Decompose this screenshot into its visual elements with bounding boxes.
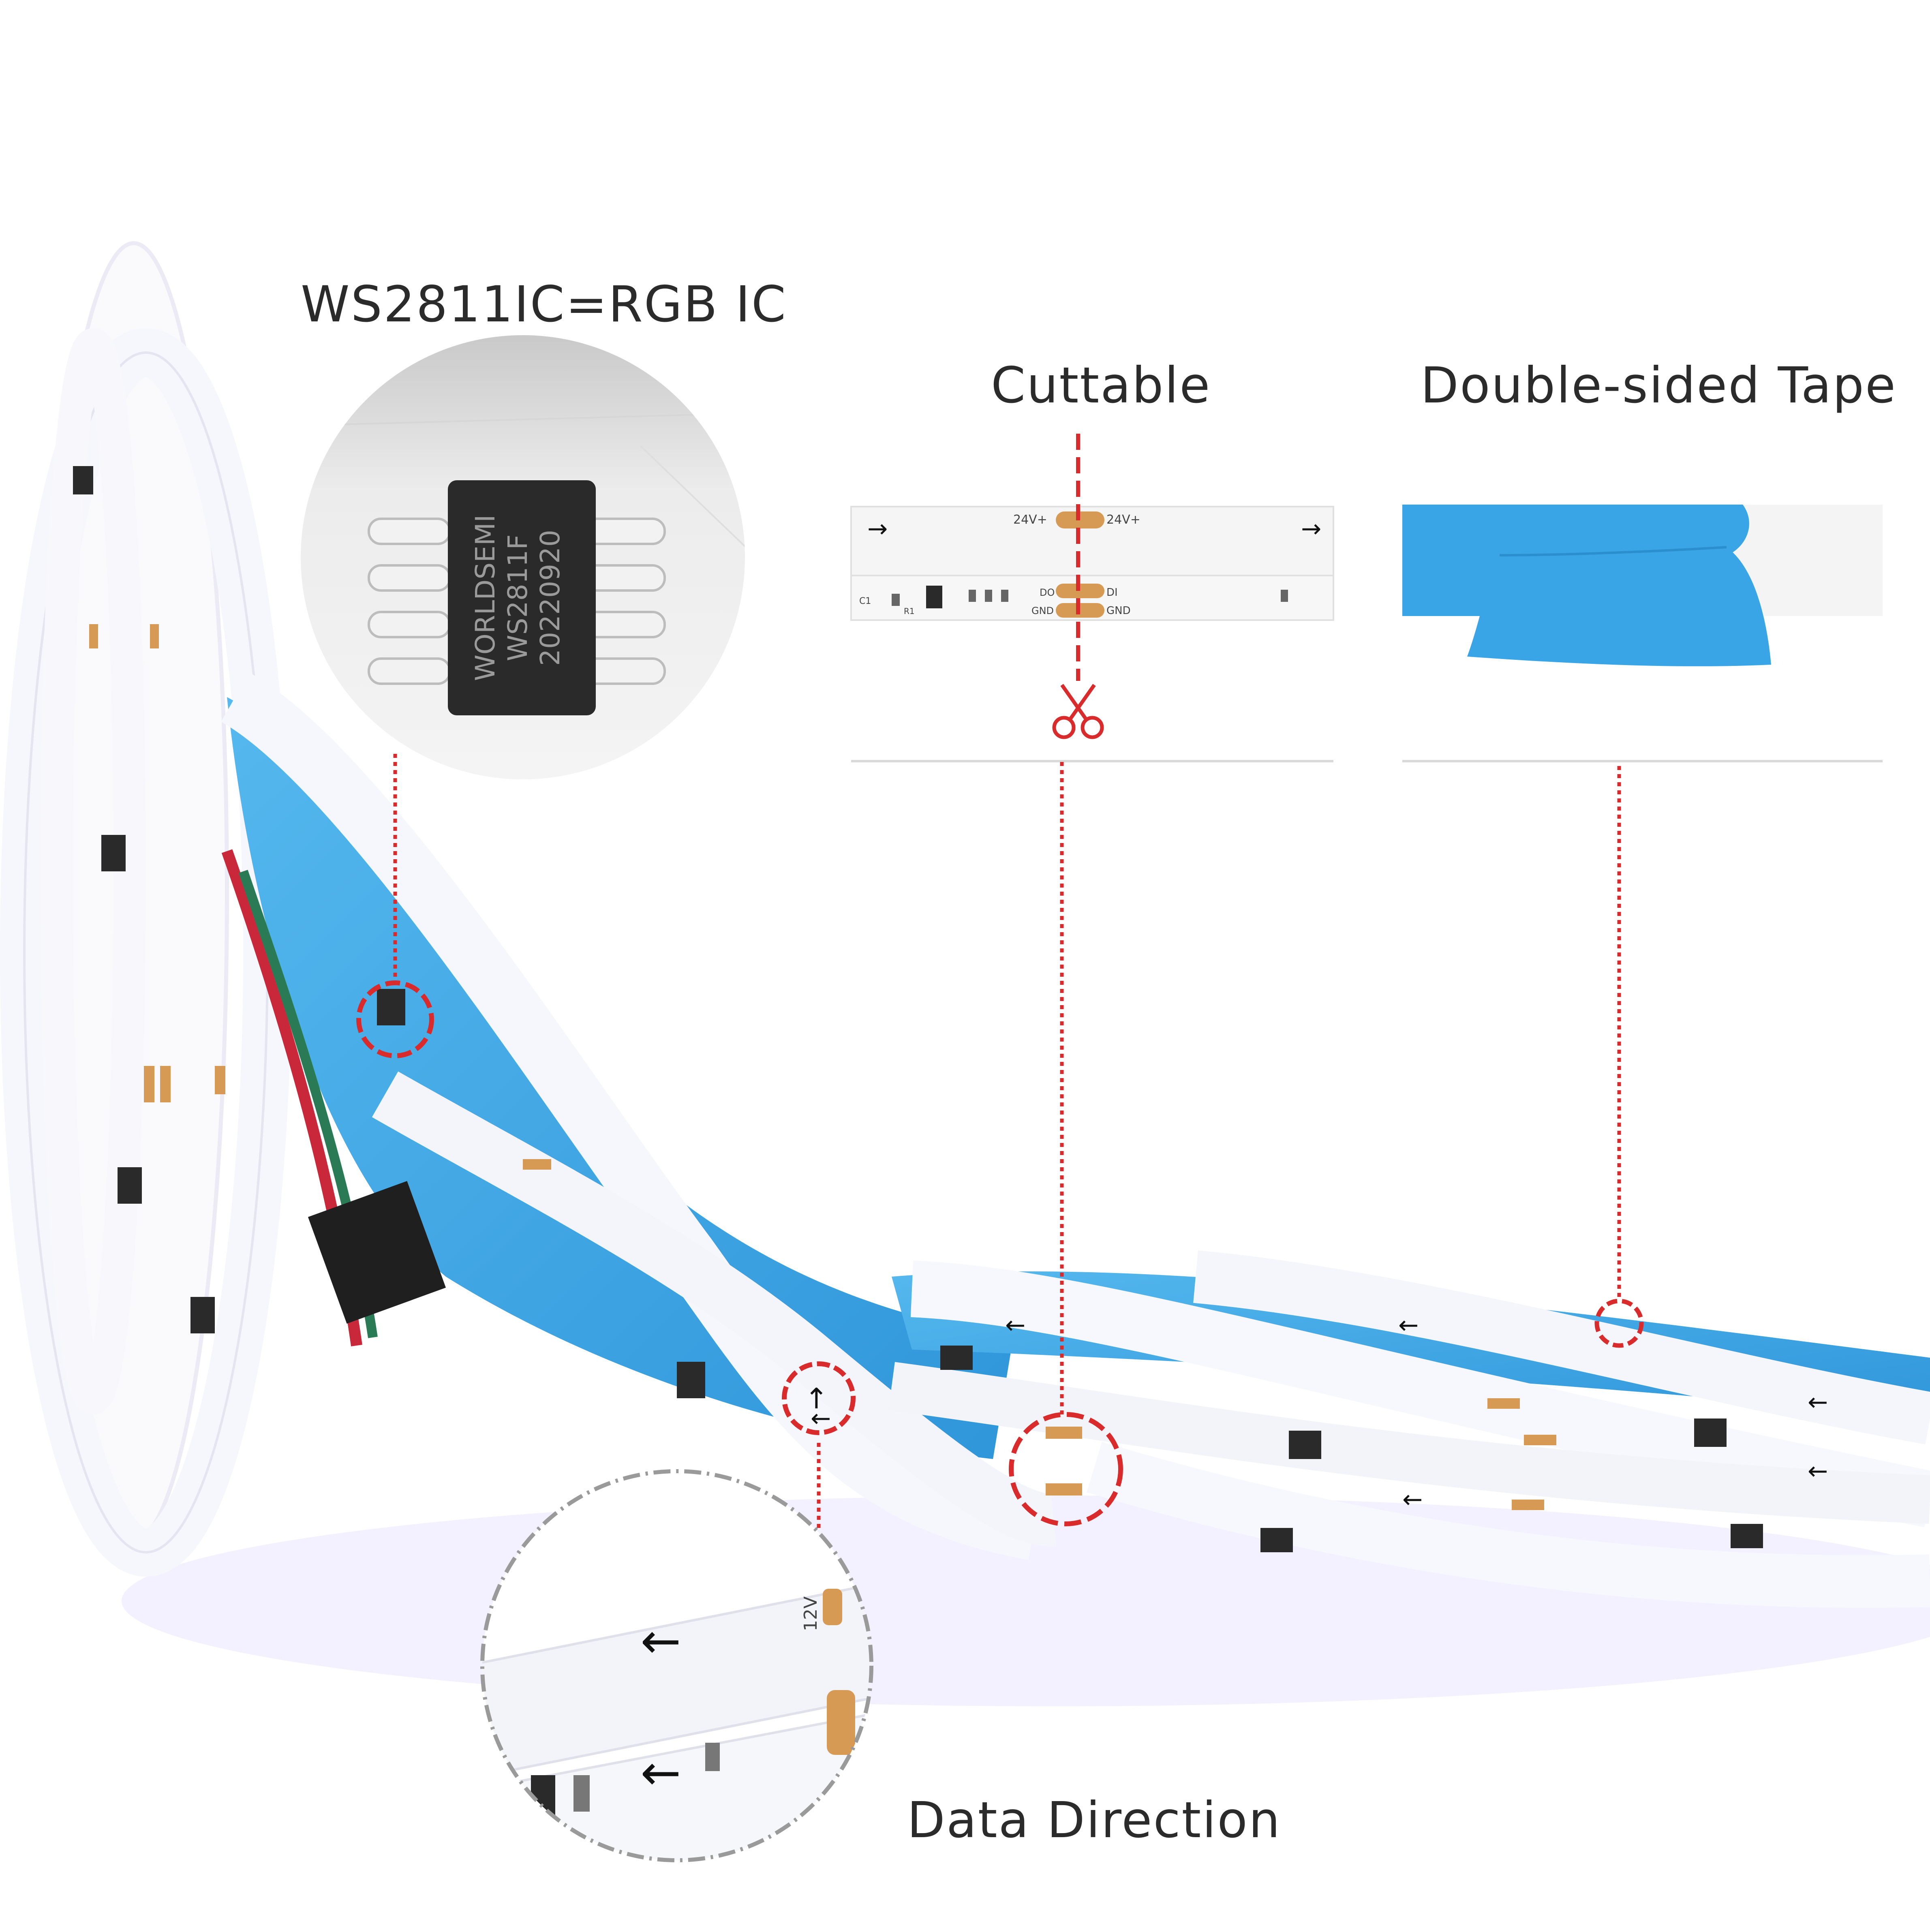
- voltage-label-left: 24V+: [1013, 513, 1047, 527]
- reel-chip: [190, 1297, 215, 1333]
- strip-loop: [888, 1362, 1930, 1524]
- callout-arrow-icon: ↑: [805, 1382, 828, 1415]
- cap-label: C1: [859, 596, 871, 606]
- strip-pad: [1046, 1427, 1082, 1439]
- reel-pad: [144, 1066, 154, 1102]
- strip-chip: [1289, 1431, 1321, 1459]
- smd-part: [985, 590, 992, 602]
- arrow-glyph: ←: [1808, 1457, 1828, 1485]
- chip-pins: [368, 518, 666, 685]
- strip-ic: [926, 586, 942, 608]
- connector-wires: [221, 849, 446, 1346]
- strip-chip: [677, 1362, 705, 1398]
- strip-loop: [372, 1071, 1057, 1547]
- zoom-arrow-icon: ←: [640, 1745, 681, 1801]
- connector-plug: [308, 1181, 446, 1324]
- strip-chip: [940, 1346, 973, 1370]
- strip-loop: [910, 1260, 1930, 1528]
- strip-loop: [1087, 1442, 1930, 1608]
- cuttable-panel: → → 24V+ 24V+ DI GND DO GND C1 R1: [850, 409, 1334, 762]
- reel-pad: [89, 624, 98, 648]
- zoom-pad: [823, 1589, 842, 1625]
- zoom-smd: [573, 1775, 590, 1812]
- zoom-smd: [705, 1743, 720, 1771]
- zoom-12v-label: 12V: [800, 1596, 821, 1631]
- arrow-glyph: ←: [1402, 1485, 1423, 1514]
- strip-pad: [1524, 1435, 1556, 1445]
- arrow-glyph: ←: [1808, 1388, 1828, 1416]
- reel-pad: [215, 1066, 225, 1094]
- strip-pad: [1487, 1398, 1520, 1409]
- chip-marking-1: WORLDSEMI: [470, 515, 501, 681]
- strip-loop: [220, 672, 1039, 1560]
- strip-chip: [1731, 1524, 1763, 1548]
- ic-label: WS2811IC=RGB IC: [301, 276, 787, 333]
- pad-gnd-label: GND: [1106, 605, 1131, 617]
- chip-marking-3: 20220920: [535, 530, 566, 666]
- reel-pad: [150, 624, 159, 648]
- smd-part: [969, 590, 976, 602]
- res-label: R1: [904, 606, 915, 616]
- scissors-icon: [1052, 684, 1104, 739]
- callouts: [356, 754, 1644, 1532]
- reel-pad: [160, 1066, 171, 1102]
- smd-part: [1281, 590, 1288, 602]
- led-strip-reel: [0, 241, 292, 1577]
- reel-components: [73, 466, 225, 1333]
- zoom-pad: [827, 1690, 855, 1755]
- zoom-arrow-icon: ←: [640, 1613, 681, 1669]
- data-direction-label: Data Direction: [907, 1791, 1282, 1849]
- pad-gnd2-label: GND: [1031, 605, 1054, 616]
- reel-chip: [118, 1167, 142, 1204]
- reel-chip: [73, 466, 93, 494]
- led-strips: ← ← ← ← ← ←: [220, 672, 1930, 1608]
- smd-part: [892, 594, 900, 606]
- chip-marking-2: WS2811F: [502, 534, 533, 661]
- chip-marking: WORLDSEMI WS2811F 20220920: [470, 515, 566, 681]
- arrow-right-glyph: →: [1301, 515, 1321, 543]
- zoomed-strip: [482, 1579, 871, 1781]
- callout-circle-tape: [1594, 1299, 1644, 1348]
- reel-chip: [101, 835, 126, 871]
- double-sided-tape-label: Double-sided Tape: [1421, 357, 1897, 414]
- zoom-chip: [531, 1775, 555, 1828]
- strip-loop: [1193, 1250, 1930, 1444]
- zoom-ring: [480, 1469, 873, 1862]
- chip-closeup: WORLDSEMI WS2811F 20220920: [301, 335, 745, 779]
- ws2811-chip: [448, 480, 596, 715]
- tape-panel: [1402, 409, 1883, 762]
- reel-inner-loop: [41, 328, 146, 1414]
- cuttable-label: Cuttable: [991, 357, 1211, 414]
- callout-circle-cut: [1009, 1412, 1123, 1526]
- strip-pad: [523, 1159, 551, 1170]
- pcb-trace: [640, 445, 745, 548]
- callout-circle-chip: [356, 980, 434, 1058]
- arrow-right-glyph: →: [867, 515, 888, 543]
- strip-pad: [1512, 1500, 1544, 1510]
- callout-circle-direction: [782, 1361, 856, 1435]
- direction-closeup: ← ← 12V: [480, 1469, 873, 1862]
- tape-blue-peel: [1467, 547, 1771, 666]
- strip-chip: [1694, 1419, 1727, 1447]
- arrow-glyph: ←: [811, 1404, 831, 1433]
- pad-di-label: DI: [1106, 586, 1118, 599]
- smd-part: [1001, 590, 1008, 602]
- pad-do-label: DO: [1040, 587, 1055, 598]
- strip-chip: [377, 989, 405, 1025]
- voltage-label-right: 24V+: [1106, 513, 1140, 527]
- pcb-trace: [301, 413, 745, 426]
- strip-chip: [1260, 1528, 1293, 1552]
- arrow-glyph: ←: [1005, 1311, 1025, 1339]
- strip-pad: [1046, 1483, 1082, 1496]
- arrow-glyph: ←: [1398, 1311, 1419, 1339]
